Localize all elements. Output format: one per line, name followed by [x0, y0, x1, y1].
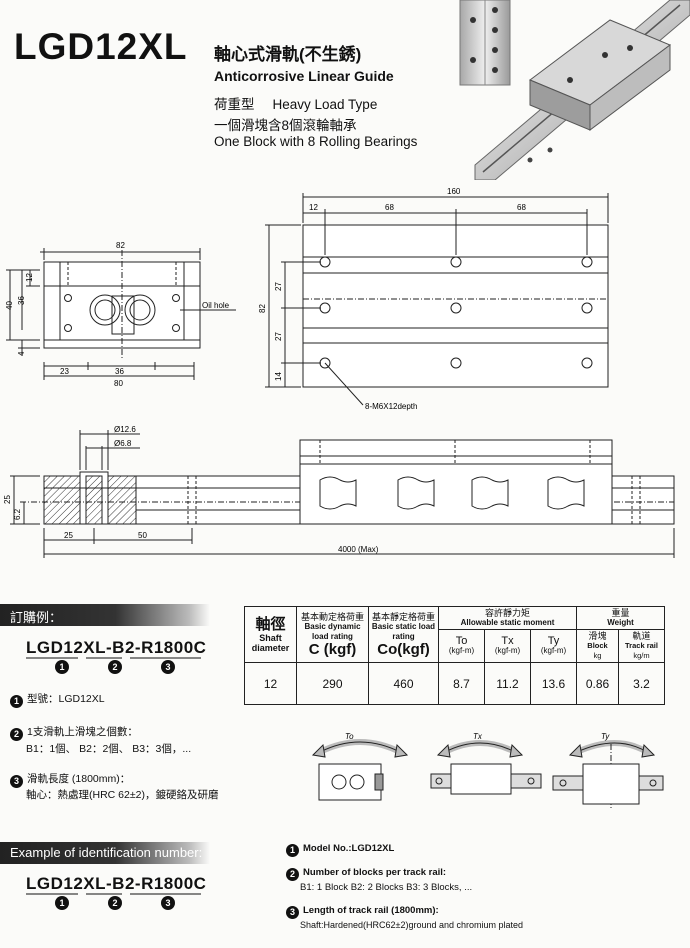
- mark-3-en: 3: [161, 896, 175, 910]
- dim-14: 14: [274, 372, 283, 381]
- moment-icons: To Tx Ty: [311, 732, 664, 808]
- order-banner-cn: 訂購例：: [0, 604, 210, 626]
- dim-25-start: 25: [64, 531, 73, 540]
- code-underline-en: [26, 893, 201, 895]
- table-row: 12 290 460 8.7 11.2 13.6 0.86 3.2: [244, 662, 665, 705]
- icon-label-ty: Ty: [601, 732, 610, 741]
- cell-to: 8.7: [438, 662, 485, 705]
- code-marks-cn: 1 2 3: [55, 660, 175, 674]
- note-3-detail-en: Shaft:Hardened(HRC62±2)ground and chromi…: [300, 920, 524, 930]
- header-ty: Ty(kgf-m): [530, 629, 577, 663]
- dim-4000: 4000 (Max): [338, 545, 379, 554]
- front-view-drawing: 82 80 23 36 40 36 12 4 Oil hole: [5, 241, 236, 388]
- dim-dia-6-8: Ø6.8: [114, 439, 132, 448]
- note-2-detail-cn: B1：1個、 B2：2個、 B3：3個，...: [26, 743, 192, 755]
- dim-68-a: 68: [385, 203, 394, 212]
- order-code-cn: LGD12XL-B2-R1800C: [26, 638, 207, 657]
- dim-6-2: 6.2: [13, 508, 22, 520]
- cell-block: 0.86: [576, 662, 619, 705]
- icon-label-tx: Tx: [473, 732, 483, 741]
- icon-label-to: To: [345, 732, 354, 741]
- order-code-en: LGD12XL-B2-R1800C: [26, 874, 207, 893]
- dim-82: 82: [116, 241, 125, 250]
- note-2-detail-en: B1: 1 Block B2: 2 Blocks B3: 3 Blocks, .…: [300, 882, 473, 893]
- dim-25-height: 25: [3, 495, 12, 504]
- dim-dia-12-6: Ø12.6: [114, 425, 136, 434]
- mark-3: 3: [161, 660, 175, 674]
- dim-27-a: 27: [274, 282, 283, 291]
- dim-4: 4: [17, 351, 26, 356]
- dim-82-top: 82: [258, 304, 267, 313]
- dim-160: 160: [447, 187, 461, 196]
- header-tx: Tx(kgf-m): [484, 629, 531, 663]
- dim-80: 80: [114, 379, 123, 388]
- note-3-detail-cn: 軸心：熱處理(HRC 62±2)，鍍硬鉻及研磨: [26, 789, 219, 801]
- dim-36-bottom: 36: [115, 367, 124, 376]
- cell-tx: 11.2: [484, 662, 531, 705]
- code-marks-en: 1 2 3: [55, 896, 175, 910]
- code-underline-cn: [26, 657, 201, 659]
- dim-12-top: 12: [309, 203, 318, 212]
- label-oil-hole: Oil hole: [202, 301, 230, 310]
- dim-36-side: 36: [17, 296, 26, 305]
- dim-68-b: 68: [517, 203, 526, 212]
- mark-2-en: 2: [108, 896, 122, 910]
- cell-co: 460: [368, 662, 439, 705]
- order-banner-en: Example of identification number:: [0, 842, 210, 864]
- description-english: One Block with 8 Rolling Bearings: [214, 134, 418, 149]
- dim-27-b: 27: [274, 332, 283, 341]
- model-title: LGD12XL: [14, 26, 188, 67]
- cell-ty: 13.6: [530, 662, 577, 705]
- product-photo: [459, 0, 690, 180]
- title-english: Anticorrosive Linear Guide: [214, 68, 394, 84]
- top-view-drawing: 160 12 68 68 82 27 27 14 8-M6X12depth: [258, 187, 609, 411]
- dim-50: 50: [138, 531, 147, 540]
- label-holes: 8-M6X12depth: [365, 402, 417, 411]
- side-view-drawing: Ø12.6 Ø6.8 25 6.2 25 50 4000 (Max): [3, 425, 675, 558]
- cell-shaft: 12: [244, 662, 297, 705]
- mark-1: 1: [55, 660, 69, 674]
- mark-1-en: 1: [55, 896, 69, 910]
- description-chinese: 一個滑塊含8個滾輪軸承: [214, 118, 357, 133]
- cell-rail: 3.2: [618, 662, 665, 705]
- title-chinese: 軸心式滑軌(不生銹): [214, 45, 362, 64]
- dim-23: 23: [60, 367, 69, 376]
- cell-c: 290: [296, 662, 369, 705]
- dim-40: 40: [5, 301, 14, 310]
- dim-12: 12: [25, 273, 34, 282]
- header-to: To(kgf-m): [438, 629, 485, 663]
- mark-2: 2: [108, 660, 122, 674]
